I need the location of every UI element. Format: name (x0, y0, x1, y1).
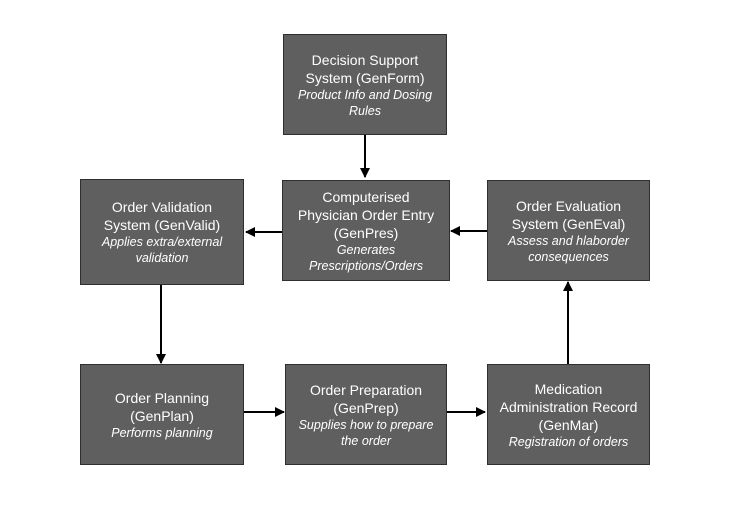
node-genform: Decision Support System (GenForm) Produc… (283, 34, 447, 135)
node-genprep-title: Order Preparation (GenPrep) (309, 381, 423, 416)
node-genmar: Medication Administration Record (GenMar… (487, 364, 650, 465)
node-geneval-desc: Assess and hlaborder consequences (508, 233, 629, 264)
node-genvalid-title: Order Validation System (GenValid) (103, 199, 221, 233)
node-genform-title: Decision Support System (GenForm) (305, 51, 425, 86)
node-genplan: Order Planning (GenPlan) Performs planni… (80, 364, 244, 465)
node-genmar-title: Medication Administration Record (GenMar… (499, 380, 638, 433)
node-genplan-desc: Performs planning (111, 425, 213, 440)
node-genvalid: Order Validation System (GenValid) Appli… (80, 179, 244, 285)
node-genmar-desc: Registration of orders (508, 434, 629, 449)
node-genprep-desc: Supplies how to prepare the order (298, 417, 434, 448)
node-genform-desc: Product Info and Dosing Rules (297, 87, 433, 118)
node-genpres-desc: Generates Prescriptions/Orders (309, 242, 423, 273)
node-geneval: Order Evaluation System (GenEval) Assess… (487, 180, 650, 281)
node-geneval-title: Order Evaluation System (GenEval) (511, 197, 626, 232)
node-genprep: Order Preparation (GenPrep) Supplies how… (285, 364, 447, 465)
node-genpres: Computerised Physician Order Entry (GenP… (282, 180, 450, 281)
node-genpres-title: Computerised Physician Order Entry (GenP… (297, 188, 435, 241)
node-genplan-title: Order Planning (GenPlan) (114, 389, 210, 424)
node-genvalid-desc: Applies extra/external validation (101, 235, 223, 265)
